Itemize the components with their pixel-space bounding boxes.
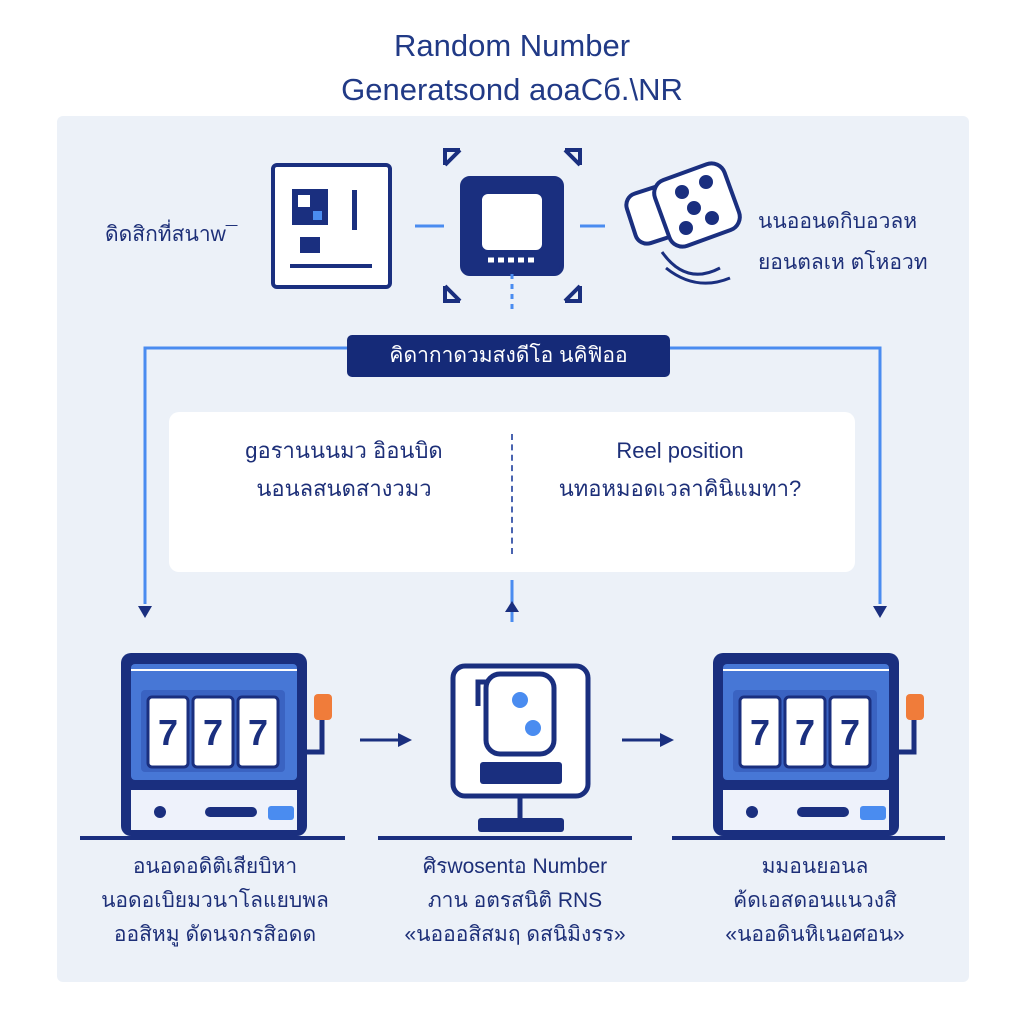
circuit-board-icon (271, 163, 392, 289)
info-card-left: gอรานนนมว อิอนบิด นอนลสนดสางวมว (179, 432, 509, 508)
bottom-left-line2: นอดอเบิยมวนาโลแยบพล (101, 889, 329, 912)
arrowheads (138, 601, 887, 618)
diagram-title-line1: Random Number (393, 28, 631, 63)
slot-machine-icon-right (672, 653, 945, 840)
reel-digit-left-3: 7 (248, 712, 268, 753)
info-card-right-line1: Reel position (616, 438, 744, 463)
bottom-center-line1: ศิรwosentอ Number (422, 855, 608, 878)
info-card: gอรานนนมว อิอนบิด นอนลสนดสางวมว Reel pos… (169, 412, 855, 572)
flow-arrow-right (622, 733, 674, 747)
bottom-left-line3: ออสิหมู ดัดนจกรสิอดด (113, 923, 317, 946)
slot-machine-icon-left (80, 653, 345, 840)
top-right-label-line2: ยอนตลเห ตโหอวท (758, 251, 928, 274)
info-card-left-line2: นอนลสนดสางวมว (256, 476, 432, 501)
top-right-label-line1: นนออนดกิบอวลห (758, 210, 918, 233)
info-card-left-line1: gอรานนนมว อิอนบิด (245, 438, 443, 463)
processor-chip-icon (443, 148, 582, 312)
reel-digit-left-1: 7 (158, 712, 178, 753)
flow-arrow-left (360, 733, 412, 747)
bottom-right-line3: «นออดินหิเนอศอน» (725, 923, 905, 946)
bottom-center-line3: «นอออสิสมฤ ดสนิมิงรร» (404, 923, 626, 946)
reel-digit-right-1: 7 (750, 712, 770, 753)
top-left-label: ดิดสิกที่สนาw¯ (105, 223, 238, 246)
reel-digit-left-2: 7 (203, 712, 223, 753)
diagram-title-line2: Generatsond аоаСб.\NR (341, 72, 683, 107)
process-banner: คิดากาดวมสงดีโอ นคิฟิออ (347, 335, 670, 377)
bottom-left-line1: อนอดอดิติเสียบิหา (132, 855, 298, 878)
rng-device-icon (378, 663, 632, 840)
flow-connectors (143, 224, 882, 622)
info-card-right-line2: นทอหมอดเวลาคินิแมทา? (558, 476, 802, 501)
info-card-right: Reel position นทอหมอดเวลาคินิแมทา? (515, 432, 845, 508)
bottom-right-caption: มมอนยอนล ค้ดเอสดอนแนวงสิ «นออดินหิเนอศอน… (665, 850, 965, 952)
reel-digit-right-2: 7 (795, 712, 815, 753)
dice-icon (624, 161, 742, 285)
reel-digit-right-3: 7 (840, 712, 860, 753)
bottom-center-line2: ภาน อตรสนิติ RNS (427, 889, 603, 912)
bottom-left-caption: อนอดอดิติเสียบิหา นอดอเบิยมวนาโลแยบพล ออ… (70, 850, 360, 952)
bottom-right-line2: ค้ดเอสดอนแนวงสิ (733, 889, 897, 912)
bottom-center-caption: ศิรwosentอ Number ภาน อตรสนิติ RNS «นอออ… (370, 850, 660, 952)
info-card-divider (511, 434, 513, 554)
bottom-right-line1: มมอนยอนล (761, 855, 869, 878)
